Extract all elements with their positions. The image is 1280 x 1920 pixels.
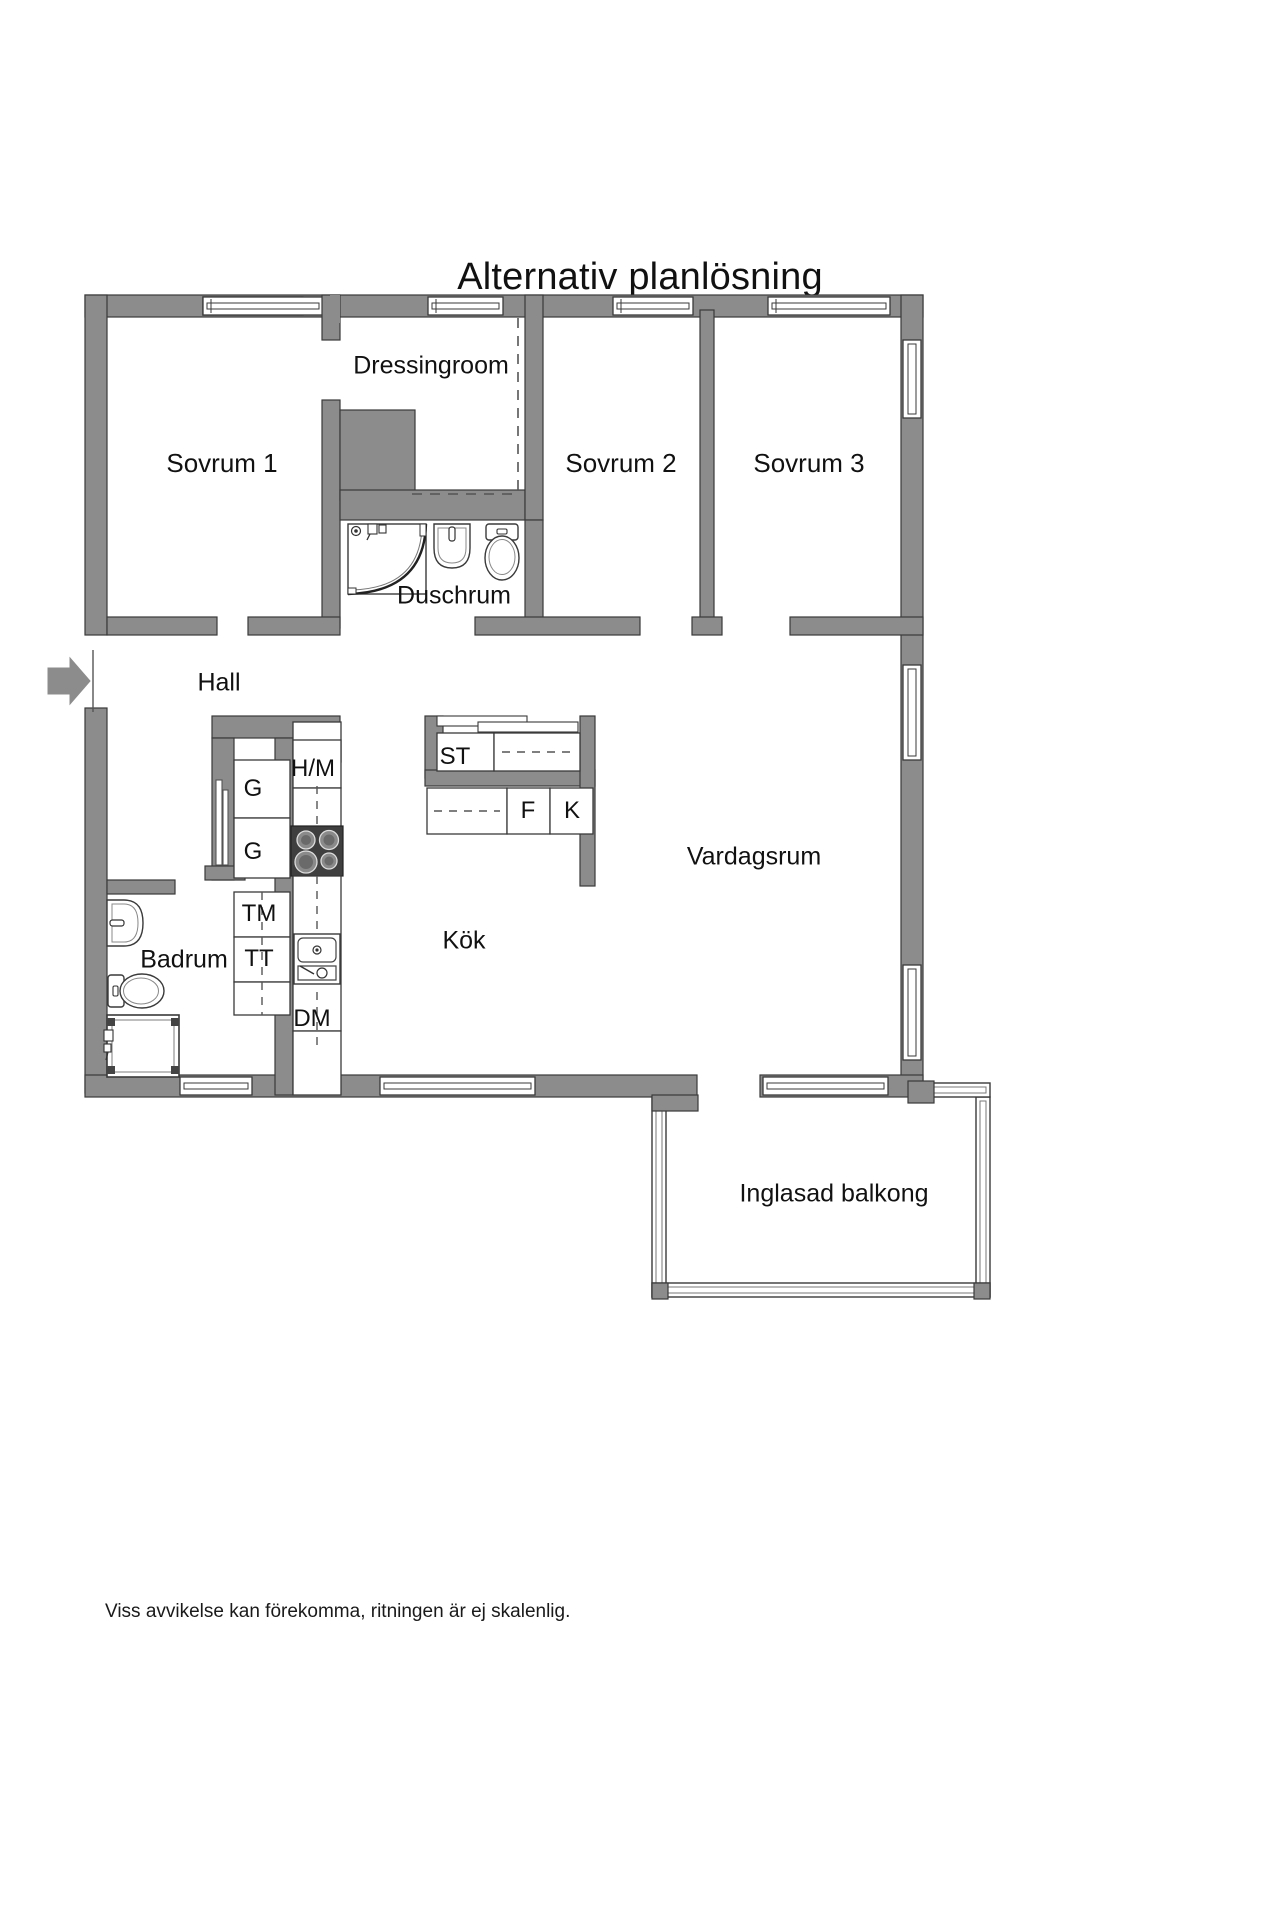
- cabinet-f: [506, 787, 551, 835]
- appliance-label-wardrobe-g-lower: G: [243, 838, 263, 865]
- duschrum-fixtures: [347, 523, 520, 596]
- appliance-label-freezer: F: [520, 797, 536, 824]
- balcony-structure: [651, 1080, 991, 1300]
- room-label-hall: Hall: [197, 668, 241, 697]
- room-label-badrum: Badrum: [140, 945, 228, 974]
- utility-cabinets: [215, 759, 291, 1016]
- badrum-fixtures: [103, 899, 180, 1078]
- appliance-label-wardrobe-g-upper: G: [243, 775, 263, 802]
- appliance-label-pantry-storage: ST: [439, 743, 471, 770]
- appliance-label-fridge: K: [563, 797, 581, 824]
- appliance-label-tumble-dryer: TM: [241, 900, 277, 927]
- kitchen-run: [290, 721, 344, 1096]
- shower-cabin-icon: [347, 523, 427, 595]
- window-group-top: [202, 296, 891, 316]
- disclaimer-note: Viss avvikelse kan förekomma, ritningen …: [105, 1601, 571, 1622]
- cabinet-hm: [292, 739, 342, 789]
- room-label-sovrum-3: Sovrum 3: [753, 448, 865, 478]
- appliance-label-oven-microwave: H/M: [291, 755, 335, 782]
- cabinet-g-lower: [233, 817, 291, 879]
- cabinet-g-upper: [233, 759, 291, 819]
- entrance-arrow-icon: [47, 650, 94, 712]
- dressingroom-dashed-lines: [412, 318, 520, 495]
- page-title: Alternativ planlösning: [457, 256, 823, 298]
- washbasin-icon: [433, 523, 471, 569]
- room-label-dressingroom: Dressingroom: [353, 351, 509, 380]
- storage-fridge-block: [426, 715, 594, 835]
- appliance-label-washing-machine: TT: [244, 945, 274, 972]
- toilet-icon: [484, 523, 520, 581]
- cabinet-st: [436, 732, 495, 772]
- interior-walls-upper: [106, 294, 924, 636]
- room-label-duschrum: Duschrum: [397, 581, 511, 610]
- room-label-sovrum-2: Sovrum 2: [565, 448, 677, 478]
- room-label-vardagsrum: Vardagsrum: [686, 842, 822, 871]
- cabinet-k: [549, 787, 594, 835]
- stove-hob-icon: [290, 825, 344, 877]
- window-group-bottom: [179, 1076, 889, 1096]
- window-group-right: [902, 339, 922, 1061]
- appliance-label-dishwasher: DM: [293, 1005, 331, 1032]
- room-label-sovrum-1: Sovrum 1: [166, 448, 278, 478]
- kitchen-sink-icon: [293, 933, 341, 985]
- room-label-kok: Kök: [442, 926, 486, 955]
- toilet-icon: [107, 973, 165, 1009]
- washbasin-icon: [106, 899, 144, 947]
- interior-walls-lower: [106, 715, 596, 1096]
- shower-tray-icon: [103, 1014, 180, 1078]
- room-label-inglasad-balkong: Inglasad balkong: [739, 1179, 929, 1208]
